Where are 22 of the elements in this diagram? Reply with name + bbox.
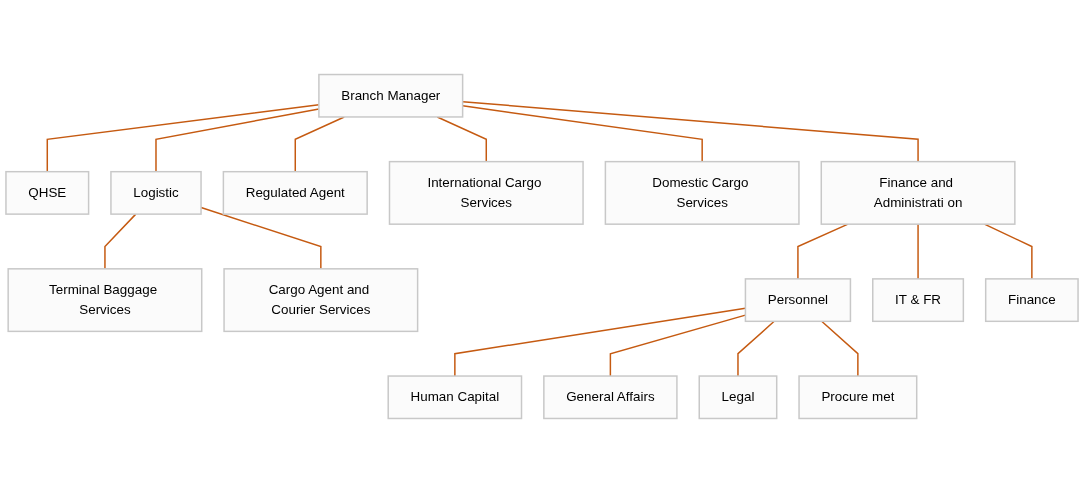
node-box: QHSE bbox=[5, 170, 90, 215]
node-box: Legal bbox=[698, 375, 778, 420]
connector bbox=[820, 320, 859, 377]
node-box: Terminal Baggage Services bbox=[7, 268, 203, 333]
node-box: International Cargo Services bbox=[388, 160, 584, 225]
node-box: Cargo Agent and Courier Services bbox=[223, 268, 419, 333]
node-box: Finance bbox=[984, 278, 1079, 323]
connector bbox=[436, 116, 487, 163]
node-box: Personnel bbox=[744, 278, 852, 323]
connector bbox=[737, 320, 775, 377]
node-box: Domestic Cargo Services bbox=[604, 160, 800, 225]
node-box: IT & FR bbox=[872, 278, 965, 323]
node-box: General Affairs bbox=[543, 375, 678, 420]
node-box: Human Capital bbox=[387, 375, 523, 420]
node-box: Procure met bbox=[798, 375, 918, 420]
node-box: Regulated Agent bbox=[222, 170, 368, 215]
connector bbox=[797, 223, 849, 280]
node-box: Branch Manager bbox=[318, 73, 464, 118]
node-box: Logistic bbox=[110, 170, 202, 215]
connector bbox=[104, 213, 137, 270]
connector bbox=[917, 223, 919, 280]
node-box: Finance and Administrati on bbox=[820, 160, 1016, 225]
